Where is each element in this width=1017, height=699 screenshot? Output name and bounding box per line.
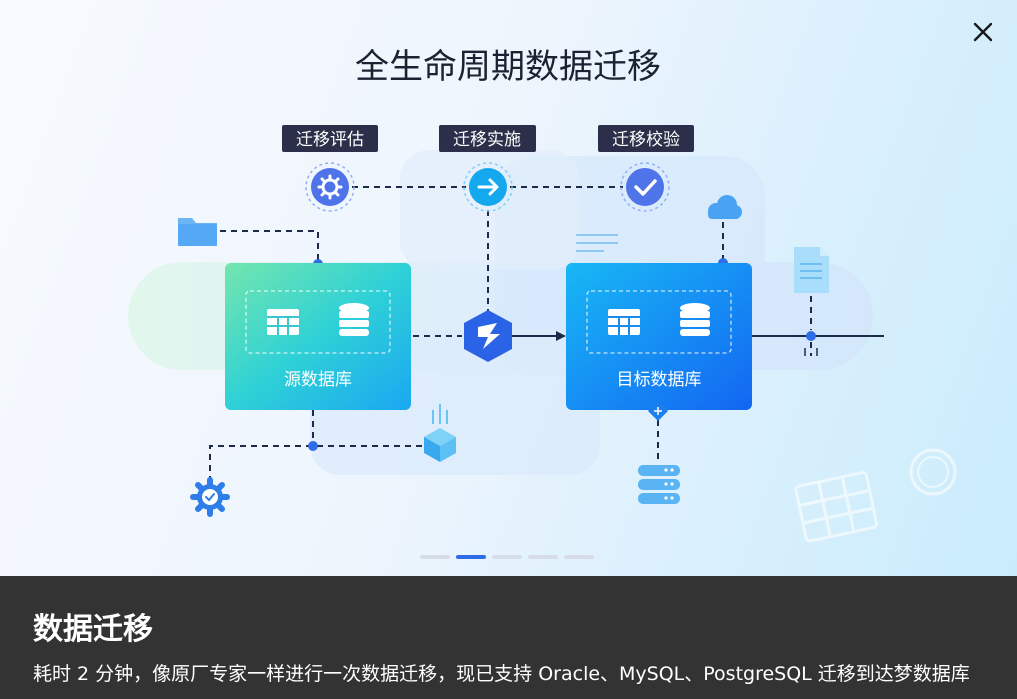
hero-illustration: 全生命周期数据迁移 迁移评估 迁移实施 迁移校验 源数据库 目标数据库 bbox=[0, 0, 1017, 576]
carousel-dot-3[interactable] bbox=[492, 555, 522, 559]
target-database-card bbox=[566, 263, 752, 410]
carousel-dot-5[interactable] bbox=[564, 555, 594, 559]
step-label-verify: 迁移校验 bbox=[612, 130, 680, 150]
migration-logo-icon bbox=[464, 310, 512, 362]
folder-icon bbox=[178, 218, 217, 246]
table-icon bbox=[267, 309, 299, 335]
carousel-dot-4[interactable] bbox=[528, 555, 558, 559]
source-database-label: 源数据库 bbox=[284, 370, 352, 390]
step-tags bbox=[282, 125, 694, 152]
target-database-label: 目标数据库 bbox=[617, 370, 702, 390]
source-database-card bbox=[225, 263, 411, 410]
hero-title: 全生命周期数据迁移 bbox=[355, 47, 661, 87]
carousel-dot-1[interactable] bbox=[420, 555, 450, 559]
table-icon bbox=[608, 309, 640, 335]
carousel-indicators bbox=[420, 555, 594, 561]
close-icon bbox=[973, 22, 993, 42]
cloud-icon bbox=[708, 195, 742, 219]
cube-icon bbox=[424, 404, 456, 462]
close-button[interactable] bbox=[966, 15, 1000, 49]
step-label-implement: 迁移实施 bbox=[453, 130, 521, 150]
solid-arrows bbox=[512, 331, 884, 341]
watermark-decor bbox=[794, 448, 957, 543]
database-icon bbox=[680, 303, 710, 336]
migration-diagram: 全生命周期数据迁移 迁移评估 迁移实施 迁移校验 源数据库 目标数据库 bbox=[128, 47, 957, 543]
step-label-evaluate: 迁移评估 bbox=[296, 130, 364, 150]
document-icon bbox=[794, 247, 829, 293]
antenna-decor bbox=[804, 348, 818, 356]
step-verify-icon bbox=[620, 162, 670, 212]
carousel-dot-2[interactable] bbox=[456, 555, 486, 559]
step-implement-icon bbox=[463, 162, 513, 212]
database-icon bbox=[339, 303, 369, 336]
add-node-icon bbox=[648, 401, 668, 421]
text-lines-decor bbox=[576, 234, 618, 252]
step-evaluate-icon bbox=[305, 162, 355, 212]
server-stack-icon bbox=[638, 465, 680, 504]
caption-panel: 数据迁移 耗时 2 分钟，像原厂专家一样进行一次数据迁移，现已支持 Oracle… bbox=[0, 576, 1017, 699]
caption-description: 耗时 2 分钟，像原厂专家一样进行一次数据迁移，现已支持 Oracle、MySQ… bbox=[33, 663, 970, 685]
gear-check-icon bbox=[190, 477, 230, 517]
connector-lines bbox=[209, 186, 812, 482]
caption-title: 数据迁移 bbox=[33, 612, 153, 647]
